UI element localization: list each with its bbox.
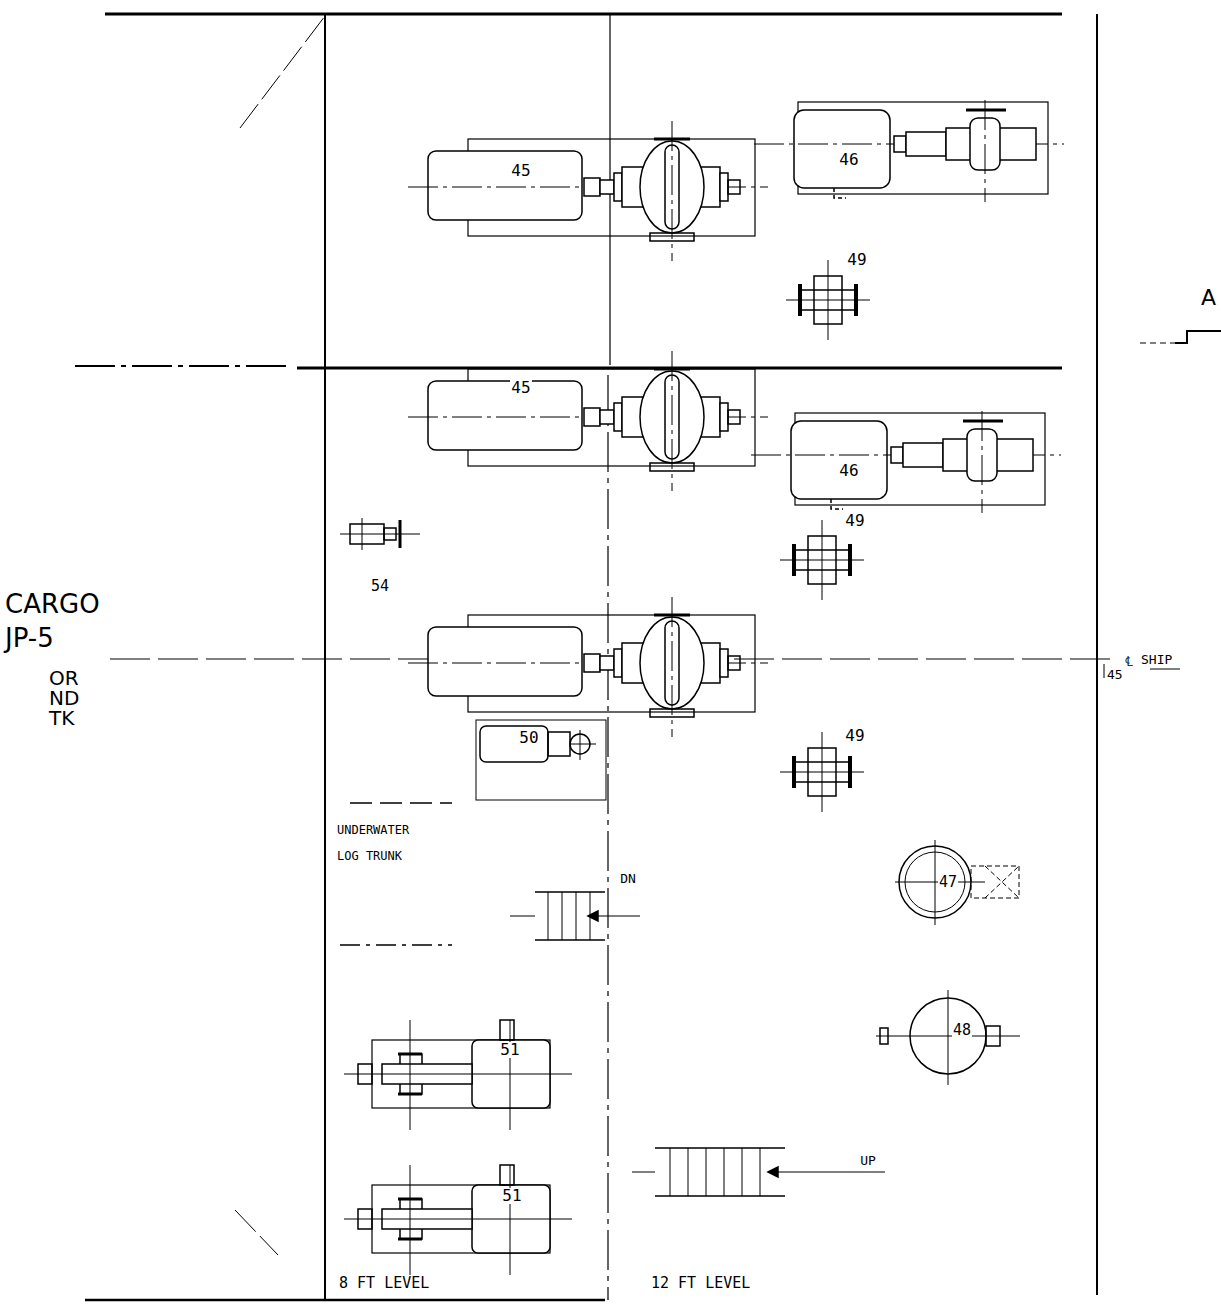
direction-label: UP (859, 1154, 877, 1167)
callout-number: 45 (510, 163, 531, 179)
callout-number: 45 (510, 380, 531, 396)
pump-symbol (476, 720, 606, 800)
tank-symbol (876, 990, 1020, 1085)
callout-number: 47 (938, 875, 958, 890)
tank-label: JP-5 (4, 625, 55, 651)
centerline-symbol: ℄ (1124, 654, 1134, 668)
tank-label: ND (48, 688, 80, 708)
valve-symbol (340, 518, 420, 550)
frame-number: 45 (1106, 668, 1124, 681)
callout-number: 54 (370, 579, 390, 594)
callout-number: 49 (844, 728, 865, 744)
level-label: 8 FT LEVEL (338, 1276, 430, 1291)
tank-label: TK (48, 708, 75, 728)
ladder-symbol (632, 1148, 885, 1196)
callout-number: 49 (846, 252, 867, 268)
section-label: A (1200, 287, 1217, 309)
callout-number: 46 (838, 152, 859, 168)
callout-number: 49 (844, 513, 865, 529)
ladder-symbol (510, 892, 640, 940)
callout-number: 51 (501, 1188, 522, 1204)
callout-number: 48 (952, 1023, 972, 1038)
tank-symbol (895, 840, 1019, 925)
tank-label: OR (48, 668, 80, 688)
callout-number: 51 (499, 1042, 520, 1058)
callout-number: 46 (838, 463, 859, 479)
centerline-label: SHIP (1140, 653, 1173, 666)
callout-number: 50 (518, 730, 539, 746)
compartment-label: UNDERWATER (336, 824, 410, 836)
compartment-label: LOG TRUNK (336, 850, 403, 862)
level-label: 12 FT LEVEL (650, 1276, 751, 1291)
tank-label: CARGO (4, 591, 101, 617)
direction-label: DN (619, 872, 637, 885)
